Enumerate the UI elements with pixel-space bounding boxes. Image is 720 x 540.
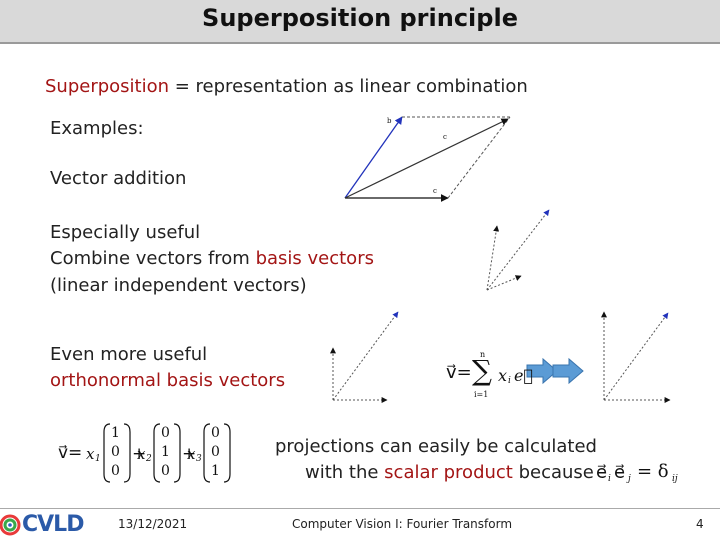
col1-entry: 1 <box>111 425 120 441</box>
linear-independent-label: (linear independent vectors) <box>50 275 307 296</box>
slide-title: Superposition principle <box>202 4 518 32</box>
ortho-sub-j: j <box>628 474 631 484</box>
coef-x2-sub: 2 <box>146 454 152 464</box>
scalar-suffix: because <box>512 462 594 483</box>
combine-basis-line: Combine vectors from basis vectors <box>50 248 374 269</box>
sum-x-sub: i <box>508 376 511 386</box>
basis-vectors-diagram <box>486 209 550 291</box>
sum-x-term: x <box>498 366 508 385</box>
ortho-e-i: e⃗ <box>596 462 608 483</box>
basis-vectors-term: basis vectors <box>255 248 374 269</box>
col2-right-bracket <box>173 423 181 483</box>
coef-x1-sub: 1 <box>95 454 101 464</box>
plus-sign-2: + <box>182 444 197 464</box>
sum-basis-term: e⃗ <box>514 366 534 385</box>
sum-sigma: ∑ <box>472 354 492 387</box>
col3-entry: 1 <box>211 463 220 479</box>
ortho-sub-i: i <box>608 474 611 484</box>
basis-vector-1 <box>486 225 500 291</box>
vector-c-label-bottom: c <box>433 187 437 195</box>
vector-c-label-top: c <box>443 133 447 141</box>
matrix-equation-lhs: v⃗= <box>58 443 83 463</box>
col1-vector: 1 0 0 <box>111 424 120 481</box>
right-arrow-icon-1 <box>526 357 558 385</box>
col1-entry: 0 <box>111 444 120 460</box>
coef-x3: x <box>187 445 196 463</box>
col1-left-bracket <box>103 423 111 483</box>
right-arrow-icon-2 <box>552 357 584 385</box>
scalar-prefix: with the <box>305 462 385 483</box>
ortho-e-j: e⃗ <box>614 462 626 483</box>
orthonormal-diagram-left <box>330 311 399 403</box>
footer-page-number: 4 <box>696 517 704 531</box>
superposition-term: Superposition <box>45 76 170 97</box>
superposition-line: Superposition = representation as linear… <box>45 76 528 97</box>
combine-prefix: Combine vectors from <box>50 248 256 269</box>
logo-rings-icon <box>0 514 21 536</box>
superposition-definition: = representation as linear combination <box>169 76 528 97</box>
col2-entry: 0 <box>161 463 170 479</box>
footer-course: Computer Vision I: Fourier Transform <box>292 517 513 531</box>
projections-line: projections can easily be calculated <box>275 436 597 457</box>
basis-combination-vector <box>486 209 550 291</box>
parallelogram-right <box>447 116 511 199</box>
col3-left-bracket <box>203 423 211 483</box>
col3-entry: 0 <box>211 425 220 441</box>
even-more-useful-label: Even more useful <box>50 344 208 365</box>
sum-lower-limit: i=1 <box>474 390 489 399</box>
title-bar <box>0 0 720 44</box>
col2-entry: 0 <box>161 425 170 441</box>
sum-equation-lhs: v⃗= <box>446 362 472 383</box>
coef-x2: x <box>137 445 146 463</box>
plus-sign-1: + <box>132 444 147 464</box>
vector-b-label: b <box>387 117 392 125</box>
ortho-sub-ij: ij <box>672 474 678 484</box>
footer-divider <box>0 508 720 509</box>
col1-right-bracket <box>123 423 131 483</box>
col3-right-bracket <box>223 423 231 483</box>
logo-text: CVLD <box>22 512 84 537</box>
vector-b-arrow <box>344 116 403 199</box>
scalar-product-term: scalar product <box>384 462 513 483</box>
examples-label: Examples: <box>50 118 144 139</box>
ortho-equals-delta: = δ <box>637 461 669 482</box>
orthonormal-basis-term: orthonormal basis vectors <box>50 370 286 391</box>
col2-entry: 1 <box>161 444 170 460</box>
col2-left-bracket <box>153 423 161 483</box>
col3-entry: 0 <box>211 444 220 460</box>
col3-vector: 0 0 1 <box>211 424 220 481</box>
col1-entry: 0 <box>111 463 120 479</box>
cvld-logo: CVLD <box>0 511 84 540</box>
sum-upper-limit: n <box>480 350 486 359</box>
especially-useful-label: Especially useful <box>50 222 201 243</box>
footer-date: 13/12/2021 <box>118 517 188 531</box>
col2-vector: 0 1 0 <box>161 424 170 481</box>
scalar-product-line: with the scalar product because <box>305 462 594 483</box>
vector-sum-arrow <box>344 118 509 199</box>
coef-x3-sub: 3 <box>196 454 202 464</box>
vector-addition-label: Vector addition <box>50 168 187 189</box>
coef-x1: x <box>86 445 95 463</box>
orthonormal-diagram-right <box>601 311 671 403</box>
parallelogram <box>344 116 511 202</box>
